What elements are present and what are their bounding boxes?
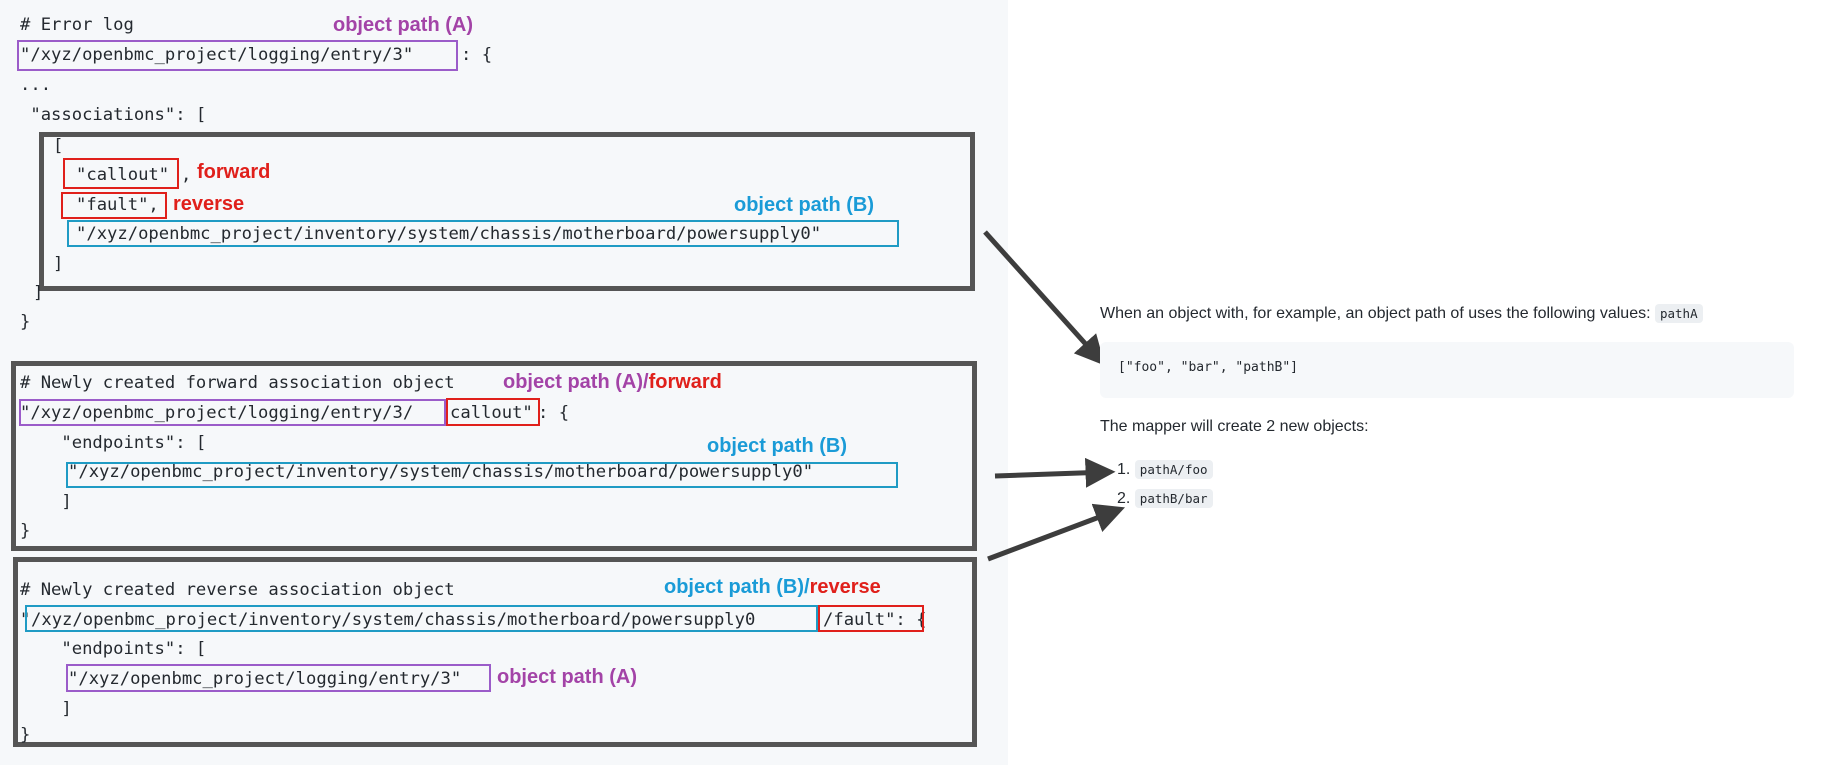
arrow-to-forward-item <box>994 457 1116 488</box>
reverse-endpoints-close: ] <box>20 699 72 719</box>
forward-endpoints-close: ] <box>20 492 72 512</box>
forward-label-path-a: object path (A) <box>503 371 643 393</box>
forward-name-highlight <box>63 158 179 189</box>
reverse-name-highlight <box>61 192 167 219</box>
code-annotation-panel <box>0 0 1008 765</box>
arrow-to-code-block <box>983 230 1106 366</box>
forward-endpoint-path: "/xyz/openbmc_project/inventory/system/c… <box>68 462 814 482</box>
forward-endpoints-line: "endpoints": [ <box>20 433 207 453</box>
reverse-path-main: /xyz/openbmc_project/inventory/system/ch… <box>31 610 756 630</box>
forward-endpoint-highlight <box>66 462 898 488</box>
label-object-path-a: object path (A) <box>333 14 473 36</box>
reverse-path-fault: /fault": { <box>823 610 927 630</box>
association-tuple-box <box>39 132 975 291</box>
error-log-path: "/xyz/openbmc_project/logging/entry/3" <box>20 45 414 65</box>
doc-code-block: ["foo", "bar", "pathB"] <box>1100 342 1794 398</box>
label-reverse: reverse <box>173 193 245 215</box>
callout-value: "callout" <box>76 165 170 185</box>
doc-list-item: 2. pathB/bar <box>1117 489 1213 509</box>
fault-value: "fault", <box>76 195 159 215</box>
forward-path-callout: callout" <box>450 403 533 423</box>
error-log-path-tail: : { <box>461 45 493 65</box>
doc-list-num: 2. <box>1117 490 1131 507</box>
doc-intro-text: When an object with, for example, an obj… <box>1100 305 1655 322</box>
forward-label-slash: / <box>643 371 649 393</box>
reverse-object-box <box>13 557 977 747</box>
label-forward: forward <box>197 161 271 183</box>
reverse-endpoint-highlight <box>66 664 491 692</box>
associations-line: "associations": [ <box>20 105 207 125</box>
reverse-comment: # Newly created reverse association obje… <box>20 580 455 600</box>
forward-label: object path (A)/forward <box>503 371 722 393</box>
forward-path-tail: : { <box>538 403 570 423</box>
forward-object-box <box>11 361 977 551</box>
error-log-comment: # Error log <box>20 15 134 35</box>
object-path-b-highlight <box>67 220 899 247</box>
forward-label-forward: forward <box>648 371 722 393</box>
doc-list-num: 1. <box>1117 461 1131 478</box>
forward-close-brace: } <box>20 521 31 541</box>
forward-callout-highlight <box>446 398 540 426</box>
forward-path-a-highlight <box>19 399 446 426</box>
doc-list-code: pathA/foo <box>1134 460 1213 479</box>
error-log-close-brace: } <box>20 312 31 332</box>
inner-open-bracket: [ <box>53 136 64 156</box>
object-path-a-highlight <box>17 40 458 71</box>
doc-list-code: pathB/bar <box>1134 489 1213 508</box>
reverse-close-brace: } <box>20 725 31 745</box>
arrow-to-reverse-item <box>987 503 1126 562</box>
reverse-endpoint-path: "/xyz/openbmc_project/logging/entry/3" <box>68 669 462 689</box>
reverse-label-object-path-a: object path (A) <box>497 666 637 688</box>
reverse-label-path-b: object path (B) <box>664 576 804 598</box>
reverse-path-b-highlight <box>25 605 818 632</box>
target-path: "/xyz/openbmc_project/inventory/system/c… <box>76 224 822 244</box>
doc-list-item: 1. pathA/foo <box>1117 460 1213 480</box>
inner-close-bracket: ] <box>53 254 64 274</box>
doc-intro-code: pathA <box>1654 304 1703 323</box>
doc-code-block-text: ["foo", "bar", "pathB"] <box>1118 360 1299 375</box>
outer-close-bracket: ] <box>33 283 44 303</box>
reverse-label: object path (B)/reverse <box>664 576 881 598</box>
forward-label-object-path-b: object path (B) <box>707 435 847 457</box>
error-log-ellipsis: ... <box>20 75 52 95</box>
forward-path-prefix: "/xyz/openbmc_project/logging/entry/3/ <box>20 403 414 423</box>
reverse-fault-highlight <box>818 605 924 632</box>
callout-comma: , <box>181 165 192 185</box>
reverse-label-reverse: reverse <box>809 576 881 598</box>
doc-mapper-text: The mapper will create 2 new objects: <box>1100 418 1369 435</box>
reverse-endpoints-line: "endpoints": [ <box>20 639 207 659</box>
forward-comment: # Newly created forward association obje… <box>20 373 455 393</box>
label-object-path-b: object path (B) <box>734 194 874 216</box>
doc-intro: When an object with, for example, an obj… <box>1100 304 1703 324</box>
reverse-label-slash: / <box>804 576 810 598</box>
